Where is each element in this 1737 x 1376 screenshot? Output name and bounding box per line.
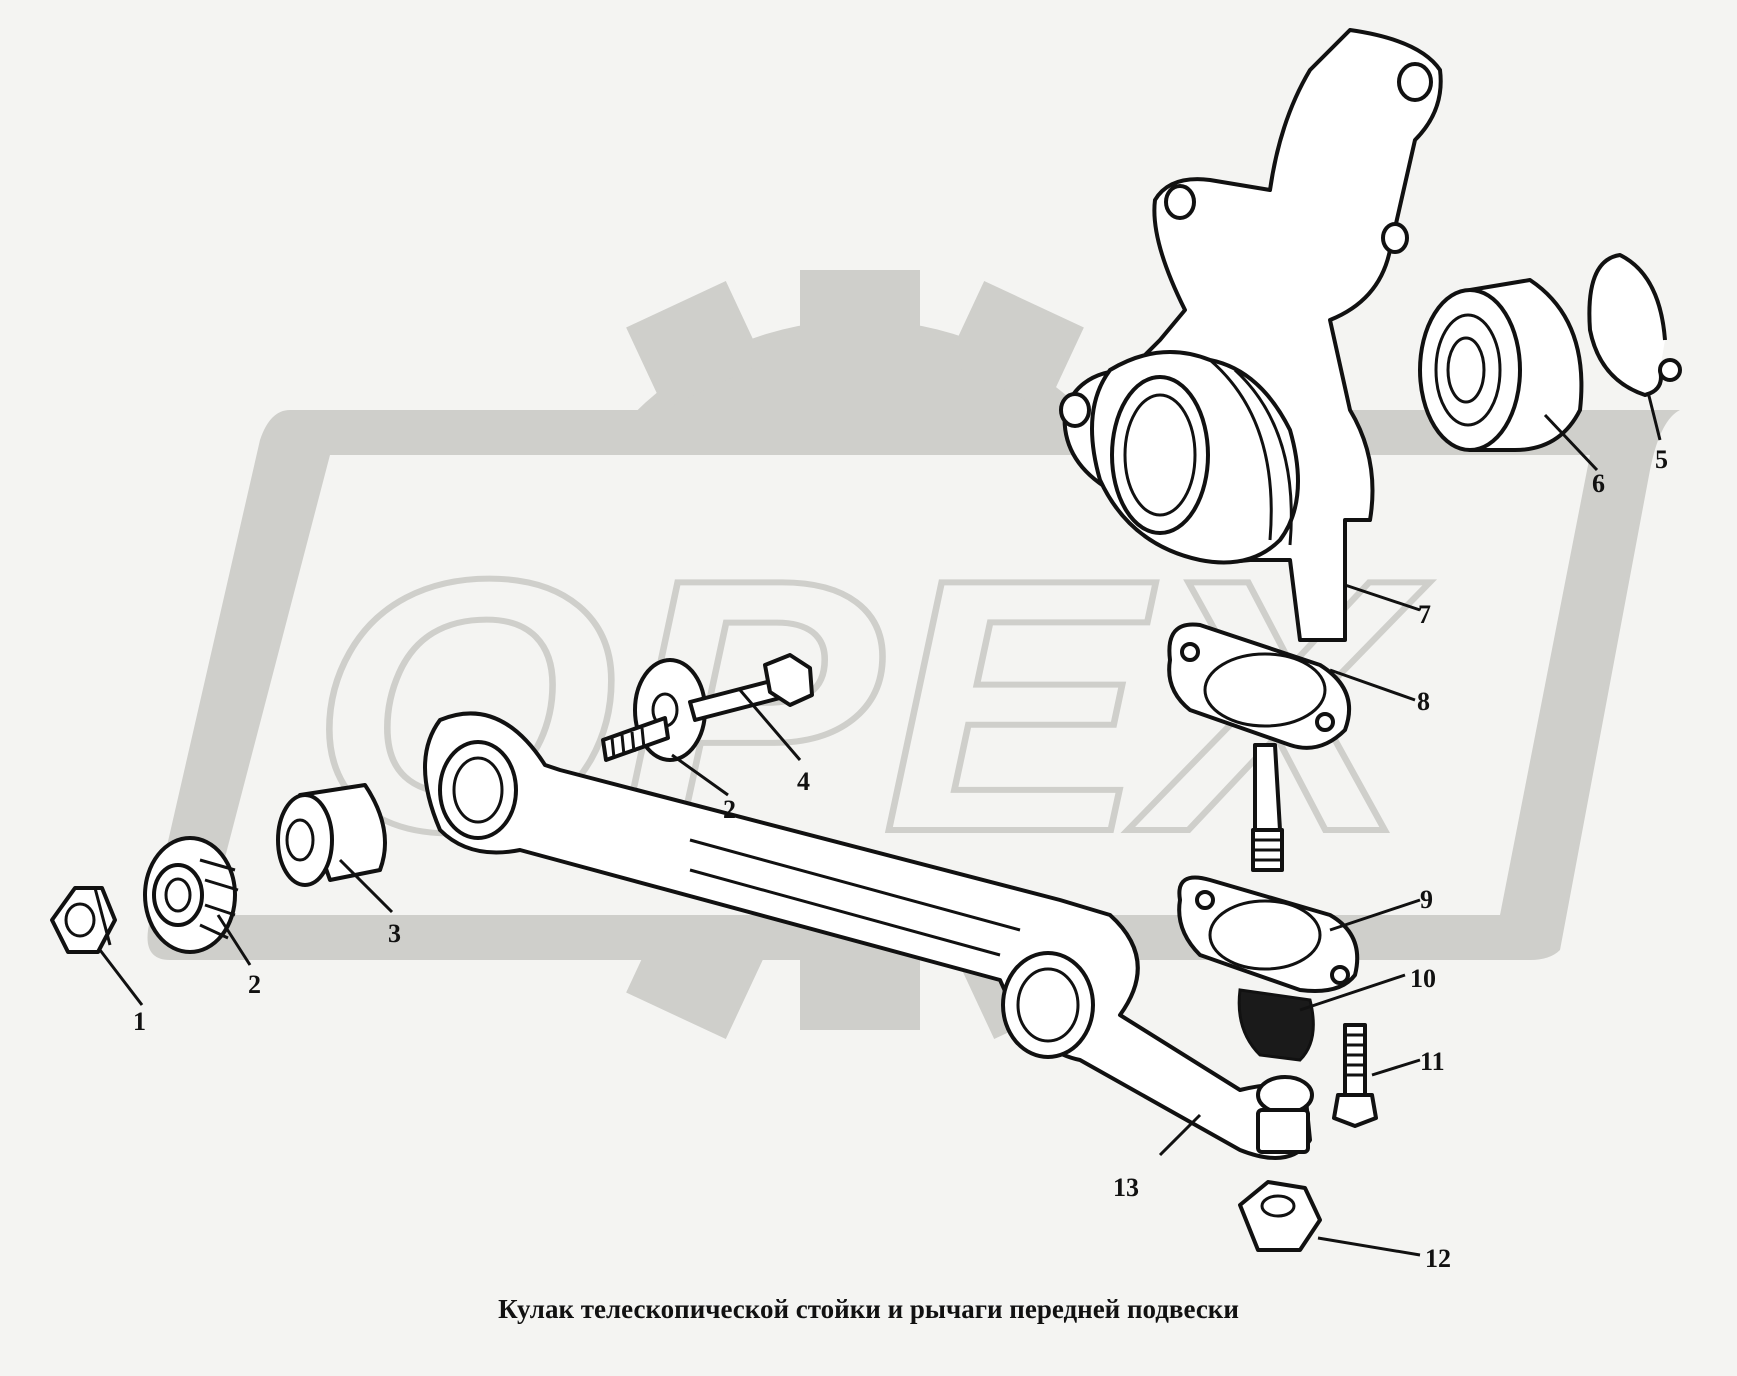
part-ball-joint-plate-8 (1167, 622, 1352, 872)
part-knuckle-7 (1059, 28, 1443, 642)
callout-7: 7 (1418, 600, 1431, 629)
callout-1: 1 (133, 1007, 146, 1036)
part-nut-1 (50, 886, 117, 954)
callout-10: 10 (1410, 964, 1436, 993)
callout-2-left: 2 (248, 970, 261, 999)
callout-4: 4 (797, 767, 810, 796)
callout-numbers: 1 2 3 4 2 5 6 7 8 9 10 11 13 12 (133, 445, 1668, 1273)
leader-lines (98, 391, 1662, 1257)
part-bearing-6 (1418, 278, 1584, 452)
callout-8: 8 (1417, 687, 1430, 716)
callout-5: 5 (1655, 445, 1668, 474)
part-washer-2 (143, 836, 239, 954)
callout-13: 13 (1113, 1173, 1139, 1202)
part-ball-stud-10 (1237, 988, 1315, 1062)
callout-12: 12 (1425, 1244, 1451, 1273)
diagram-caption: Кулак телескопической стойки и рычаги пе… (498, 1294, 1239, 1324)
part-nut-12 (1238, 1180, 1322, 1252)
part-plate-9 (1177, 875, 1360, 993)
part-screw-11 (1332, 1023, 1378, 1128)
callout-3: 3 (388, 919, 401, 948)
part-bushing-3 (276, 783, 387, 887)
part-bolt-4 (601, 653, 814, 762)
callout-11: 11 (1420, 1047, 1445, 1076)
part-snap-ring-5 (1587, 253, 1682, 397)
callout-6: 6 (1592, 469, 1605, 498)
part-control-arm-13 (423, 711, 1314, 1160)
callout-9: 9 (1420, 885, 1433, 914)
callout-2-right: 2 (723, 795, 736, 824)
